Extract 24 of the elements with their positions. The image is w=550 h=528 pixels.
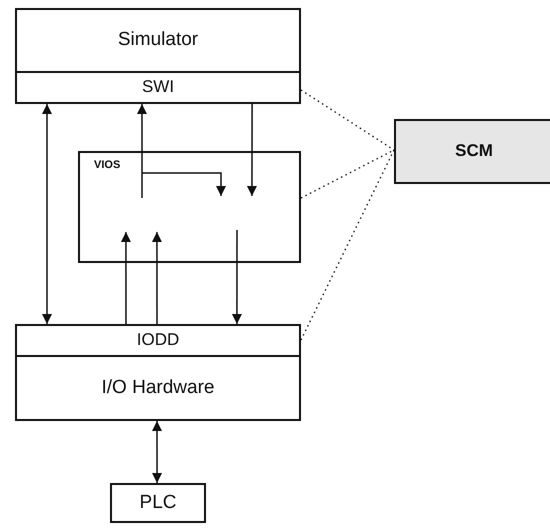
box-label: IODD — [136, 331, 180, 350]
box-label: SCM — [455, 142, 493, 161]
arrow — [136, 104, 147, 198]
process-box — [15, 8, 301, 73]
interface-box — [15, 324, 301, 357]
arrow — [152, 232, 162, 324]
arrow — [246, 104, 257, 196]
process-box — [15, 355, 301, 421]
box-label: SWI — [142, 78, 174, 97]
box-label: Simulator — [118, 30, 198, 51]
dotted-line — [300, 89, 394, 151]
module-title: VIOS — [94, 159, 120, 172]
arrow — [152, 421, 162, 483]
module-box — [78, 151, 301, 263]
arrow — [232, 230, 242, 324]
box-label: PLC — [140, 492, 176, 514]
dotted-line — [300, 150, 395, 340]
arrow — [42, 104, 52, 324]
arrow — [120, 232, 131, 324]
box-label: I/O Hardware — [102, 378, 214, 398]
process-box — [110, 483, 206, 523]
dotted-line — [300, 149, 394, 199]
interface-box — [15, 71, 301, 104]
process-box — [394, 119, 550, 184]
